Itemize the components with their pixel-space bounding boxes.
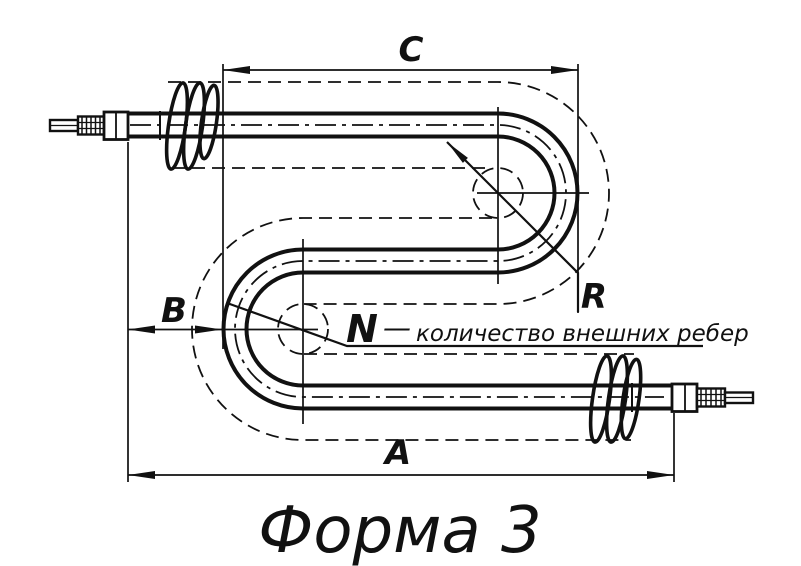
arrowhead-left-icon (128, 325, 155, 334)
centerlines (130, 107, 664, 424)
right-thread-rows (697, 393, 725, 402)
envelope-upper-outer (168, 81, 610, 305)
arrowhead-left-icon (128, 471, 155, 479)
callout-separator: — (383, 311, 411, 344)
arrowhead-left-icon (223, 66, 250, 74)
left-thread-hatch (81, 116, 101, 135)
figure-caption: Форма 3 (258, 494, 541, 566)
callout-n: N — количество внешних ребер (226, 301, 749, 351)
label-r: R (581, 277, 607, 317)
callout-description: количество внешних ребер (416, 321, 749, 347)
dimension-c: C (223, 30, 578, 74)
arrowhead-radius-icon (447, 142, 468, 163)
label-a: A (382, 433, 411, 473)
left-thread-rows (78, 121, 104, 130)
fin-loop (198, 83, 220, 161)
right-terminal (631, 382, 755, 413)
dimension-b: B (128, 291, 318, 334)
left-terminal (48, 110, 161, 141)
label-c: C (399, 30, 424, 70)
callout-leader-line (226, 301, 703, 348)
dimension-r: R (446, 141, 607, 317)
label-b: B (161, 291, 187, 331)
tube-centerline (130, 124, 664, 398)
radius-leader-line (446, 141, 580, 312)
callout-symbol: N (346, 307, 378, 351)
arrowhead-right-icon (195, 325, 222, 334)
arrowhead-right-icon (647, 471, 674, 479)
arrowhead-right-icon (551, 66, 578, 74)
right-thread-hatch (700, 388, 722, 407)
envelope-inner-circle-left (277, 303, 329, 355)
dimension-a: A (128, 433, 674, 479)
